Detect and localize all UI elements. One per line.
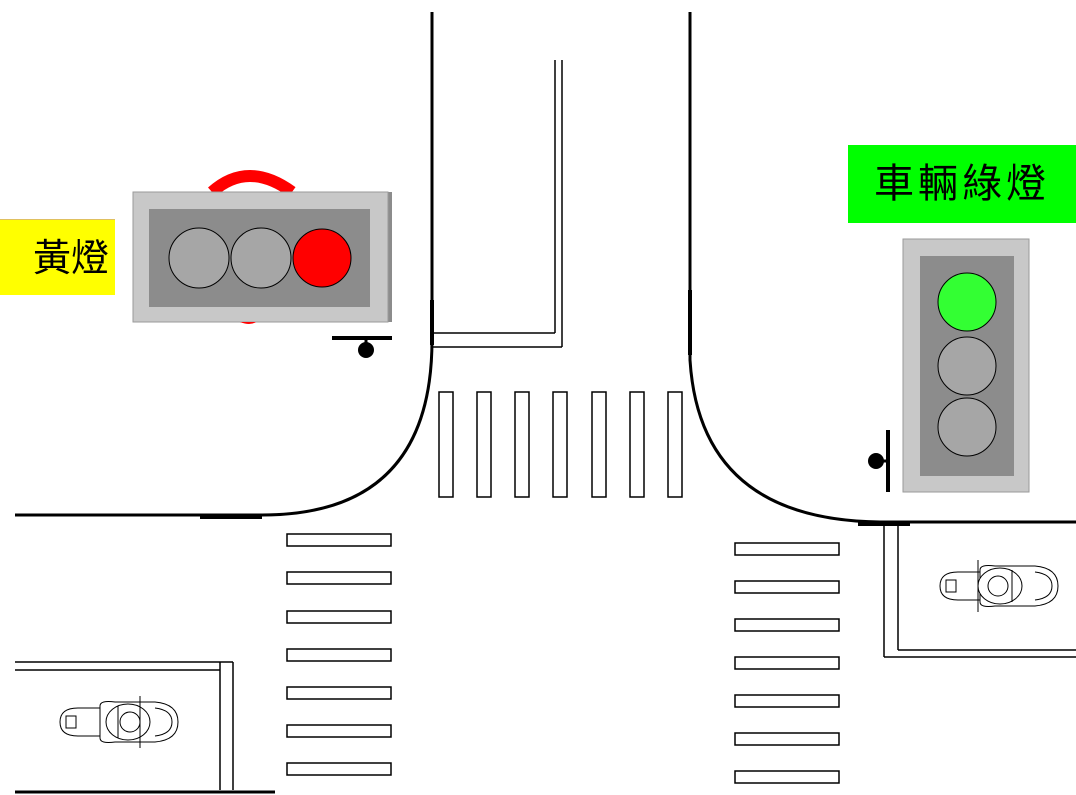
traffic-signal-icon [132,170,392,358]
crosswalk-stripe-icon [286,533,392,547]
curb-top-left [15,12,434,517]
crosswalk-stripe-icon [734,618,840,632]
crosswalk-stripe-icon [734,694,840,708]
crosswalk-stripe-icon [438,391,454,498]
crosswalk-right [734,542,840,784]
crosswalk-top [438,391,683,498]
motorcycle-icon [939,560,1059,612]
crosswalk-stripe-icon [514,391,530,498]
yellow-light-label: 黃燈 [0,219,115,295]
traffic-signal-icon [868,238,1030,493]
crosswalk-stripe-icon [286,724,392,738]
crosswalk-stripe-icon [734,656,840,670]
crosswalk-stripe-icon [286,762,392,776]
median-island [432,60,563,348]
signal-red-arc [208,170,296,197]
crosswalk-stripe-icon [734,732,840,746]
crosswalk-stripe-icon [591,391,607,498]
crosswalk-stripe-icon [629,391,645,498]
waiting-zone-left [15,661,234,790]
curb-top-right [688,12,1076,524]
crosswalk-stripe-icon [286,610,392,624]
green-lamp [937,272,997,332]
curb-accents [200,290,910,526]
crosswalk-stripe-icon [286,686,392,700]
motorcycle-icon [59,696,179,748]
crosswalk-stripe-icon [552,391,568,498]
crosswalk-stripe-icon [286,571,392,585]
road-edges [15,12,1076,794]
crosswalk-stripe-icon [734,580,840,594]
vehicle-green-light-label: 車輛綠燈 [848,145,1076,223]
crosswalk-left [286,533,392,776]
crosswalk-stripe-icon [734,770,840,784]
crosswalk-stripe-icon [667,391,683,498]
crosswalk-stripe-icon [734,542,840,556]
red-lamp [292,228,352,288]
crosswalk-stripe-icon [286,648,392,662]
crosswalk-stripe-icon [476,391,492,498]
waiting-zone-right [883,526,1076,658]
